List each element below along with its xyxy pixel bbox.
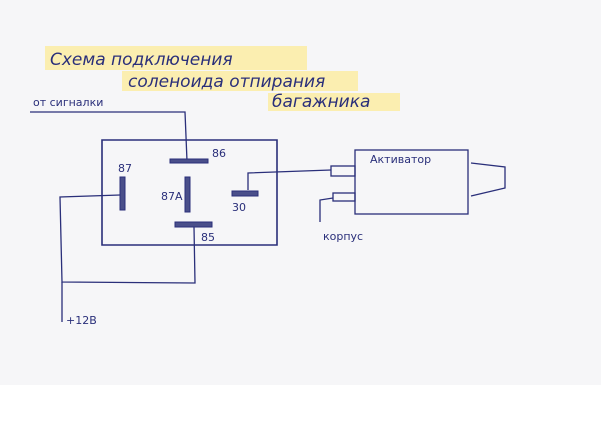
- alarm-wire: [30, 111, 188, 162]
- pin-30-label: 30: [232, 201, 246, 214]
- title-line2: соленоида отпирания: [128, 72, 325, 92]
- highlight: [122, 71, 358, 91]
- ground-label: корпус: [323, 230, 363, 243]
- pin-87: [119, 176, 126, 211]
- pin-87a: [184, 176, 191, 213]
- title-line3: багажника: [272, 92, 370, 112]
- pin-85-label: 85: [201, 231, 215, 244]
- pin-87-label: 87: [118, 162, 132, 175]
- ground-wire: [319, 197, 334, 222]
- pin-86: [169, 158, 209, 164]
- relay-box: [101, 139, 278, 246]
- highlight: [268, 93, 400, 111]
- activator-terminal: [330, 165, 356, 177]
- activator-rod: [470, 162, 506, 197]
- pin-30: [231, 190, 259, 197]
- pin-85: [174, 221, 213, 228]
- activator-wire: [247, 169, 332, 190]
- activator-terminal: [332, 192, 356, 202]
- pin-87a-label: 87А: [161, 190, 183, 203]
- activator-body: [354, 149, 469, 215]
- plus12v-label: +12В: [66, 314, 97, 327]
- highlight: [45, 46, 307, 70]
- title-line1: Схема подключения: [50, 50, 233, 70]
- from-alarm-label: от сигналки: [33, 96, 103, 109]
- activator-label: Активатор: [370, 153, 431, 166]
- pin-86-label: 86: [212, 147, 226, 160]
